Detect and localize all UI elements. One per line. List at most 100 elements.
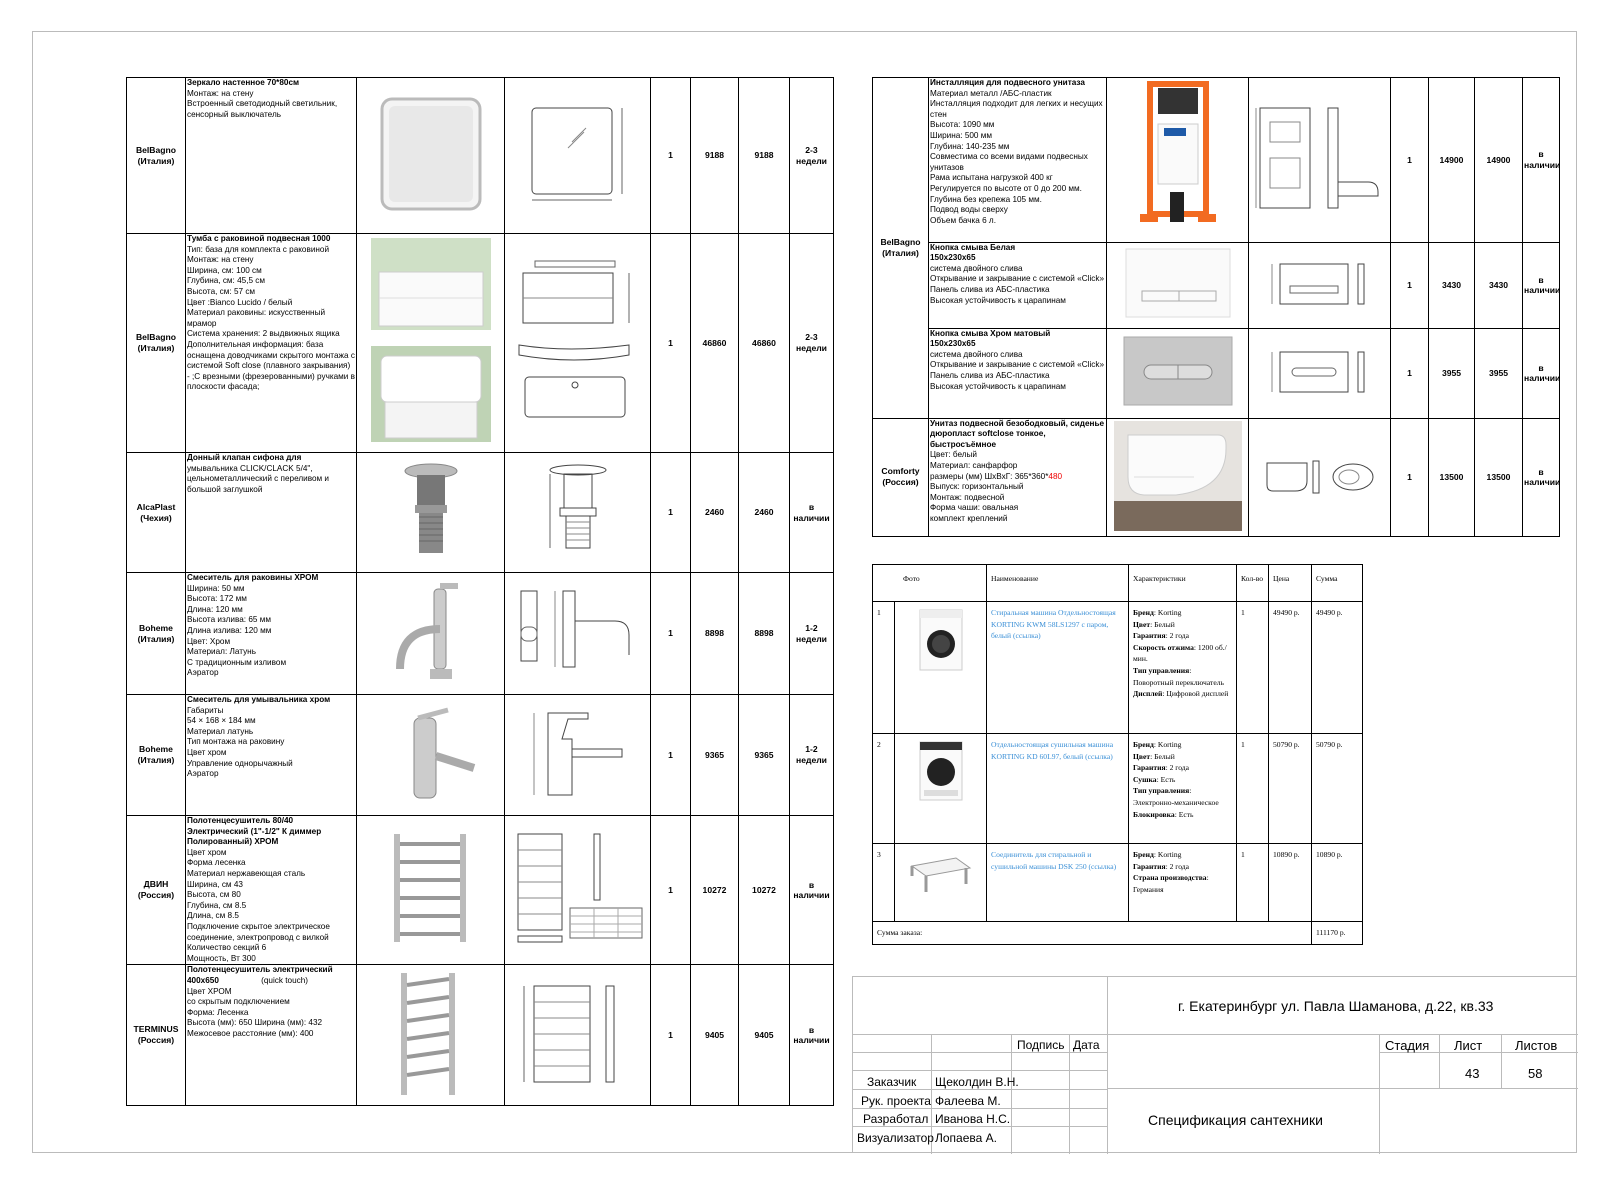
char-line: Скорость отжима: 1200 об./мин.	[1133, 642, 1232, 665]
spec-line: Форма чаши: овальная	[930, 503, 1019, 513]
char-line: Блокировка: Есть	[1133, 809, 1232, 821]
spec-line: Цвет хром	[187, 747, 227, 757]
sum-cell: 46860	[738, 233, 790, 453]
char-key: Бренд	[1133, 850, 1154, 859]
spec-line: Ширина: 500 мм	[930, 130, 993, 140]
photo-cell	[1106, 327, 1249, 419]
drawing-cell	[504, 77, 651, 234]
qty-cell: 1	[650, 694, 691, 816]
availability-cell: в наличии	[789, 452, 834, 573]
qty-cell: 1	[650, 814, 691, 966]
char-line: Тип управления: Поворотный переключатель	[1133, 665, 1232, 688]
spec-line: со скрытым подключением	[187, 997, 290, 1007]
dryer-photo-icon	[918, 740, 964, 802]
spec-line: Выпуск: горизонтальный	[930, 482, 1024, 492]
brand-cell: BelBagno (Италия)	[126, 77, 186, 234]
order-sum: 49490 р.	[1311, 601, 1363, 734]
description-cell: Полотенцесушитель 80/40 Электрический (1…	[185, 814, 357, 966]
spec-line: Монтаж: подвесной	[930, 492, 1005, 502]
char-key: Страна производства	[1133, 873, 1207, 883]
char-key: Бренд	[1133, 740, 1154, 749]
char-line: Бренд: Korting	[1133, 849, 1232, 861]
electric-towel-rail-drawing-icon	[510, 970, 646, 1098]
availability-cell: 2-3 недели	[789, 77, 834, 234]
availability-cell: в наличии	[1522, 77, 1560, 243]
name-customer: Щеколдин В.Н.	[935, 1075, 1019, 1089]
char-key: Бренд	[1133, 608, 1154, 617]
price-cell: 9365	[690, 694, 739, 816]
order-product-link[interactable]: Стиральная машина Отдельностоящая KORTIN…	[986, 601, 1129, 734]
brand-name: Boheme (Италия)	[137, 744, 175, 765]
photo-cell	[1106, 417, 1249, 538]
order-qty: 1	[1236, 733, 1269, 844]
qty-cell: 1	[1390, 327, 1429, 419]
photo-cell	[1106, 241, 1249, 329]
order-header-qty: Кол-во	[1236, 564, 1269, 602]
spec-line: система двойного слива	[930, 349, 1023, 359]
spec-line: Материал металл /АБС-пластик	[930, 88, 1052, 98]
qty-cell: 1	[650, 572, 691, 695]
description-cell: Унитаз подвесной безободковый, сиденье д…	[928, 417, 1107, 538]
price-cell: 9405	[690, 964, 739, 1107]
spec-row: BelBagno (Италия)Зеркало настенное 70*80…	[126, 77, 834, 234]
sheet-number: 43	[1465, 1066, 1480, 1081]
price-cell: 3955	[1428, 327, 1475, 419]
order-photo-cell	[894, 733, 987, 844]
char-key: Дисплей	[1133, 689, 1163, 699]
order-qty: 1	[1236, 601, 1269, 734]
spec-line: Длина: 120 мм	[187, 604, 243, 614]
brand-name: TERMINUS (Россия)	[133, 1024, 179, 1046]
order-row: 1 Стиральная машина Отдельностоящая KORTI…	[872, 601, 1363, 734]
sum-cell: 10272	[738, 814, 790, 966]
char-value: : 2 года	[1165, 763, 1190, 773]
spec-row: BelBagno (Италия)Тумба с раковиной подве…	[126, 233, 834, 453]
drawing-cell	[1248, 327, 1391, 419]
spec-line: Мощность, Вт 300	[187, 953, 256, 963]
stacking-kit-photo-icon	[906, 850, 976, 900]
order-header-photo: Фото	[872, 564, 987, 602]
spec-line: Материал: санфарфор	[930, 460, 1018, 470]
spec-line: Высота: 1090 мм	[930, 120, 995, 130]
towel-rail-drawing-icon	[510, 828, 646, 948]
order-product-link[interactable]: Соединитель для стиральной и сушильной м…	[986, 843, 1129, 922]
char-value: : Электронно-механическое	[1133, 786, 1219, 807]
basin-faucet-photo-icon	[394, 579, 468, 685]
spec-line: Глубина без крепежа 105 мм.	[930, 194, 1042, 204]
char-value: : Белый	[1150, 751, 1175, 761]
char-value: : 2 года	[1165, 861, 1190, 871]
mirror-drawing-icon	[522, 102, 634, 206]
price-cell: 9188	[690, 77, 739, 234]
brand-cell: ДВИН (Россия)	[126, 814, 186, 966]
description-cell: Полотенцесушитель электрический 400х650 …	[185, 964, 357, 1107]
photo-cell	[356, 452, 505, 573]
spec-line: Высота, см: 57 см	[187, 286, 256, 296]
item-title: Тумба с раковиной подвесная 1000	[187, 234, 331, 244]
spec-line: Длина, см 8.5	[187, 911, 239, 921]
order-row-number: 3	[872, 843, 895, 922]
availability-cell: 2-3 недели	[789, 233, 834, 453]
availability-cell: в наличии	[789, 814, 834, 966]
vanity-photo-icon	[369, 236, 493, 446]
qty-cell: 1	[650, 77, 691, 234]
role-customer: Заказчик	[867, 1075, 917, 1089]
char-key: Тип управления	[1133, 786, 1190, 796]
drawing-cell	[1248, 241, 1391, 329]
order-product-link[interactable]: Отдельностоящая сушильная машина KORTING…	[986, 733, 1129, 844]
brand-name: Boheme (Италия)	[137, 622, 175, 644]
spec-line: Ширина: 50 мм	[187, 583, 245, 593]
drawing-cell	[504, 452, 651, 573]
spec-line: Количество секций 6	[187, 943, 267, 953]
item-title: Кнопка смыва Хром матовый	[930, 328, 1051, 338]
spec-line: Аэратор	[187, 668, 219, 678]
title-block: г. Екатеринбург ул. Павла Шаманова, д.22…	[852, 976, 1578, 1154]
project-address: г. Екатеринбург ул. Павла Шаманова, д.22…	[1178, 998, 1494, 1014]
char-value: : Цифровой дисплей	[1162, 689, 1229, 699]
drawing-cell	[504, 814, 651, 966]
